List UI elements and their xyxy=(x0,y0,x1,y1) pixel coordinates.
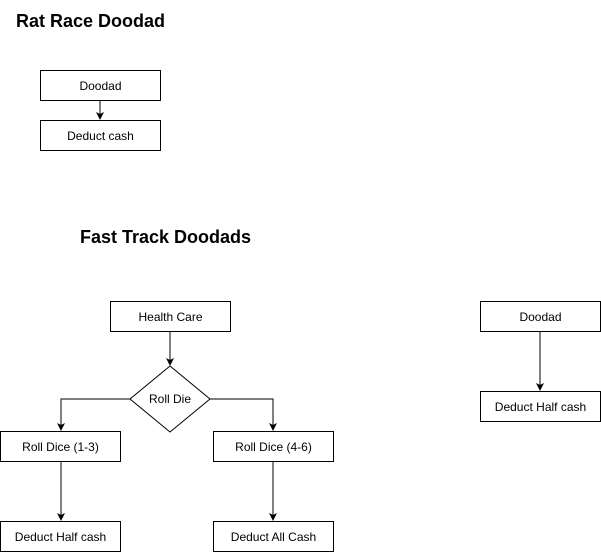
rat-race-title: Rat Race Doodad xyxy=(16,11,166,31)
edge-roll-die-to-roll-dice-high xyxy=(210,398,277,431)
deduct-all-cash-node: Deduct All Cash xyxy=(213,521,334,552)
roll-dice-high-node: Roll Dice (4-6) xyxy=(213,431,334,462)
deduct-half-cash-right-node: Deduct Half cash xyxy=(480,391,601,422)
roll-dice-low-node: Roll Dice (1-3) xyxy=(0,431,121,462)
rat-race-doodad-node: Doodad xyxy=(40,70,161,101)
deduct-half-cash-left-node: Deduct Half cash xyxy=(0,521,121,552)
roll-die-diamond xyxy=(129,365,211,433)
edge-roll-die-to-roll-dice-low xyxy=(57,398,130,431)
rat-race-deduct-cash-node: Deduct cash xyxy=(40,120,161,151)
fast-track-title: Fast Track Doodads xyxy=(80,227,252,247)
fast-track-doodad-node: Doodad xyxy=(480,301,601,332)
roll-die-label: Roll Die xyxy=(148,392,191,406)
health-care-node: Health Care xyxy=(110,301,231,332)
